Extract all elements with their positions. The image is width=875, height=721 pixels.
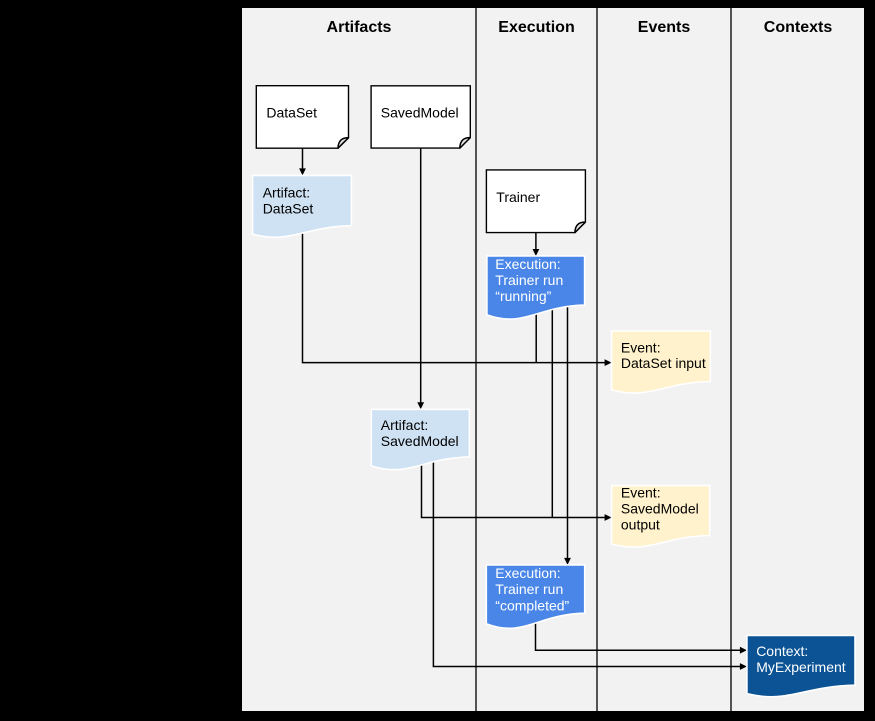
svg-text:Events: Events (638, 19, 691, 36)
svg-text:MyExperiment: MyExperiment (756, 659, 846, 675)
svg-text:Event:: Event: (621, 484, 661, 500)
svg-text:Artifact:: Artifact: (381, 417, 428, 433)
svg-text:Context:: Context: (756, 643, 808, 659)
svg-text:SavedModel: SavedModel (381, 433, 459, 449)
svg-text:DataSet: DataSet (266, 105, 317, 121)
svg-text:“running”: “running” (495, 288, 551, 304)
svg-text:Event:: Event: (621, 339, 661, 355)
svg-text:Contexts: Contexts (764, 19, 833, 36)
svg-text:Execution:: Execution: (495, 565, 560, 581)
svg-text:Artifact:: Artifact: (263, 185, 310, 201)
svg-text:Trainer run: Trainer run (495, 581, 563, 597)
svg-text:Execution:: Execution: (495, 256, 560, 272)
svg-text:Trainer run: Trainer run (495, 272, 563, 288)
svg-text:Trainer: Trainer (496, 189, 540, 205)
svg-text:Artifacts: Artifacts (327, 19, 392, 36)
svg-text:DataSet input: DataSet input (621, 355, 706, 371)
svg-text:SavedModel: SavedModel (621, 500, 699, 516)
svg-text:output: output (621, 516, 660, 532)
svg-text:SavedModel: SavedModel (381, 105, 459, 121)
svg-text:“completed”: “completed” (495, 598, 569, 614)
svg-text:Execution: Execution (498, 19, 574, 36)
svg-text:DataSet: DataSet (263, 201, 314, 217)
